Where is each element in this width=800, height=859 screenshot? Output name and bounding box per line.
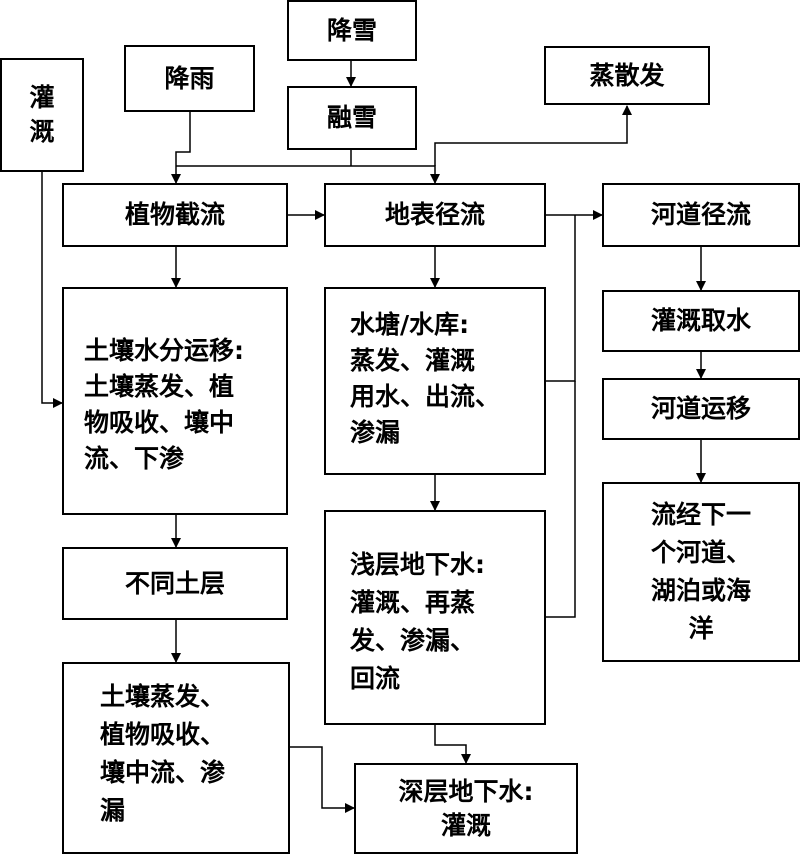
snowfall-label: 降雪 [326,15,377,45]
irrigation-intake-label: 灌溉取水 [650,306,751,335]
soil-water-box: 土壤水分运移: 土壤蒸发、植 物吸收、壤中 流、下渗 [62,287,288,515]
pond-reservoir-label: 水塘/水库: 蒸发、灌溉 用水、出流、 渗漏 [350,310,501,447]
shallow-groundwater-label: 浅层地下水: 灌溉、再蒸 发、渗漏、 回流 [350,550,485,693]
surface-runoff-box: 地表径流 [324,183,546,247]
arrow-soilevap-to-deep [290,746,355,813]
shallow-groundwater-box: 浅层地下水: 灌溉、再蒸 发、渗漏、 回流 [324,510,546,725]
river-transport-label: 河道运移 [650,394,751,423]
arrow-to-evapotranspiration [434,105,632,166]
snowmelt-label: 融雪 [326,103,377,132]
snowfall-box: 降雪 [287,0,417,61]
river-runoff-label: 河道径流 [650,200,751,229]
irrigation-box: 灌 溉 [0,58,84,172]
downstream-flow-box: 流经下一 个河道、 湖泊或海 洋 [602,482,800,662]
river-runoff-box: 河道径流 [602,183,800,247]
soil-evaporation-label: 土壤蒸发、 植物吸收、 壤中流、渗 漏 [100,682,226,825]
irrigation-label: 灌 溉 [29,83,55,146]
soil-layers-label: 不同土层 [124,568,225,598]
pond-reservoir-box: 水塘/水库: 蒸发、灌溉 用水、出流、 渗漏 [324,287,546,475]
arrow-shallow-to-deep [434,725,471,764]
evapotranspiration-label: 蒸散发 [589,60,665,90]
arrow-irrigation-to-soil [41,172,63,408]
deep-groundwater-label: 深层地下水: 灌溉 [398,776,534,840]
rainfall-label: 降雨 [164,63,215,93]
irrigation-intake-box: 灌溉取水 [602,290,800,352]
deep-groundwater-box: 深层地下水: 灌溉 [354,763,578,854]
surface-runoff-label: 地表径流 [384,200,485,229]
soil-evaporation-box: 土壤蒸发、 植物吸收、 壤中流、渗 漏 [62,662,290,854]
evapotranspiration-box: 蒸散发 [544,46,710,105]
soil-layers-box: 不同土层 [62,547,288,620]
line-return-to-river [546,215,576,382]
river-transport-box: 河道运移 [602,378,800,440]
plant-interception-box: 植物截流 [62,183,288,247]
plant-interception-label: 植物截流 [124,200,225,229]
line-melt-to-surface [351,165,440,184]
downstream-flow-label: 流经下一 个河道、 湖泊或海 洋 [650,500,751,643]
snowmelt-box: 融雪 [287,86,417,150]
rainfall-box: 降雨 [124,45,255,112]
line-groundwater-return [546,381,576,618]
line-rain-down [171,112,191,184]
soil-water-label: 土壤水分运移: 土壤蒸发、植 物吸收、壤中 流、下渗 [84,336,244,473]
